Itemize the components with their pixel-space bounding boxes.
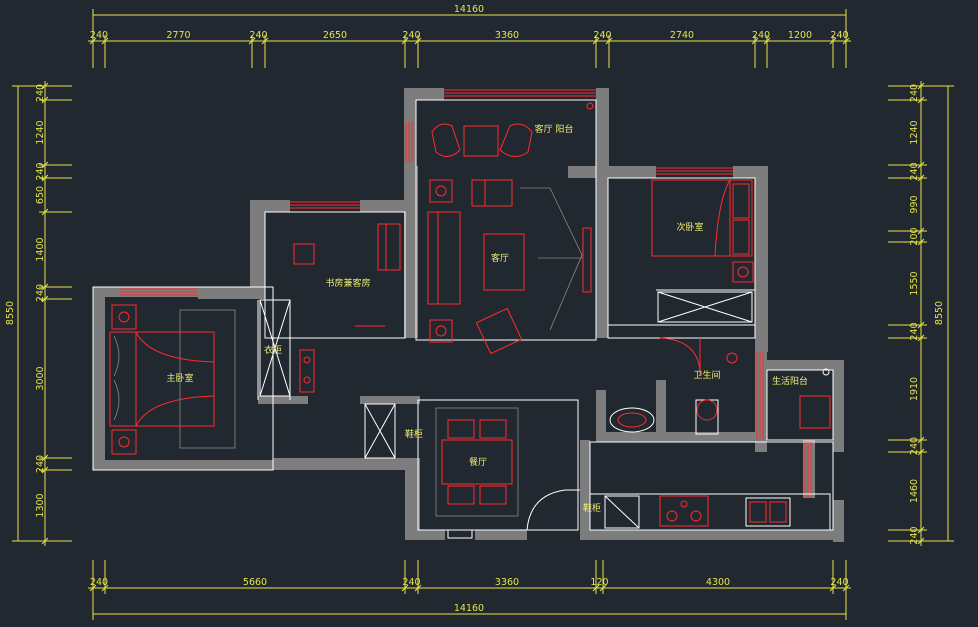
dimension-label: 1240	[35, 120, 46, 144]
dimension-label: 240	[830, 577, 848, 588]
room-labels: 客厅 阳台 客厅 次卧室 书房兼客房 主卧室 衣柜 鞋柜 餐厅 卫生间 生活阳台…	[166, 123, 808, 514]
label-shoe-cabinet: 鞋柜	[405, 428, 423, 440]
dimension-label: 1240	[909, 120, 920, 144]
left-total-dimension: 8550	[5, 301, 16, 325]
label-pantry: 鞋柜	[583, 502, 601, 514]
label-service-balcony: 生活阳台	[772, 375, 808, 387]
walls	[93, 88, 844, 542]
dimension-label: 240	[593, 30, 611, 41]
label-living-balcony: 客厅 阳台	[535, 123, 574, 135]
dimension-label: 240	[830, 30, 848, 41]
dimension-label: 650	[35, 186, 46, 204]
dimension-label: 4300	[706, 577, 730, 588]
label-bathroom: 卫生间	[693, 369, 720, 381]
label-study-guest: 书房兼客房	[325, 277, 370, 289]
label-second-bedroom: 次卧室	[676, 221, 703, 233]
dimension-label: 990	[909, 195, 920, 213]
dimension-label: 240	[909, 162, 920, 180]
dimension-label: 1550	[909, 271, 920, 295]
label-master-bedroom: 主卧室	[166, 372, 193, 384]
furniture	[109, 102, 831, 539]
bottom-total-dimension: 14160	[454, 603, 484, 614]
dimension-label: 1910	[909, 377, 920, 401]
top-total-dimension: 14160	[454, 4, 484, 15]
dimension-label: 240	[402, 577, 420, 588]
windows	[120, 89, 812, 498]
dimension-label: 3360	[495, 577, 519, 588]
right-total-dimension: 8550	[934, 301, 945, 325]
dimension-label: 240	[402, 30, 420, 41]
dimension-annotations: 14160 240 2770 240 2650 240 3360 240 2740 240 120…	[5, 4, 954, 620]
dimension-label: 240	[909, 437, 920, 455]
dimension-label: 1300	[35, 493, 46, 517]
label-wardrobe: 衣柜	[264, 344, 282, 356]
label-living-room: 客厅	[491, 252, 509, 264]
dimension-label: 240	[909, 526, 920, 544]
dimension-label: 2770	[166, 30, 190, 41]
dimension-label: 240	[90, 577, 108, 588]
dimension-label: 1460	[909, 479, 920, 503]
dimension-label: 3000	[35, 366, 46, 390]
label-dining-room: 餐厅	[469, 456, 487, 468]
dimension-label: 240	[249, 30, 267, 41]
dimension-label: 240	[909, 322, 920, 340]
dimension-label: 240	[35, 284, 46, 302]
dimension-label: 1200	[788, 30, 812, 41]
wall-outlines	[92, 99, 834, 531]
dimension-label: 120	[590, 577, 608, 588]
dimension-label: 1400	[35, 237, 46, 261]
dimension-label: 240	[35, 84, 46, 102]
dimension-label: 2740	[670, 30, 694, 41]
dimension-label: 240	[35, 455, 46, 473]
dimension-label: 240	[90, 30, 108, 41]
dimension-label: 240	[35, 162, 46, 180]
dimension-label: 3360	[495, 30, 519, 41]
dimension-label: 5660	[243, 577, 267, 588]
dimension-label: 200	[909, 227, 920, 245]
dimension-label: 240	[909, 84, 920, 102]
dimension-label: 240	[752, 30, 770, 41]
dimension-label: 2650	[323, 30, 347, 41]
